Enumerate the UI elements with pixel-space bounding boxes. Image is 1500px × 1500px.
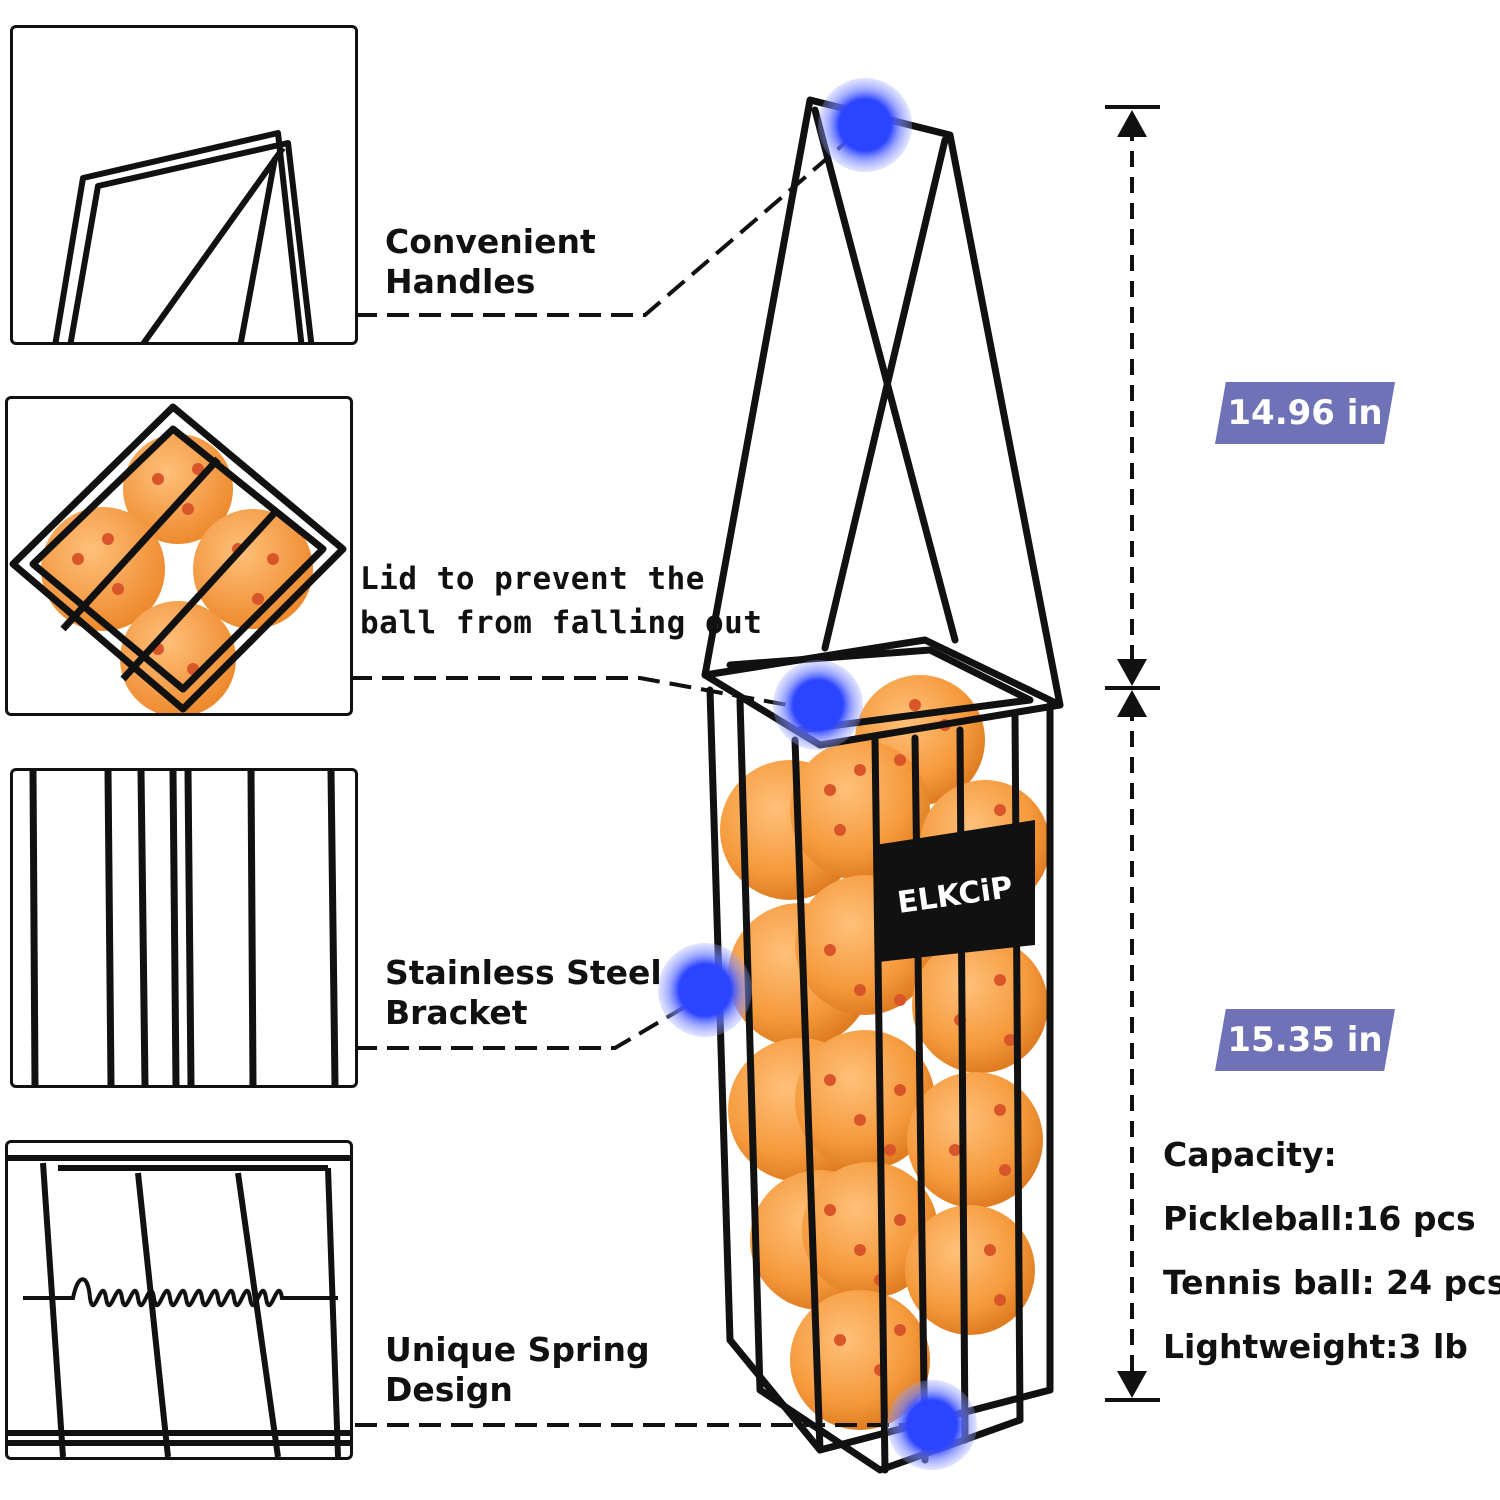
detail-panel-bracket: [10, 768, 358, 1088]
lid-closeup-image: [9, 403, 347, 713]
capacity-pickleball: Pickleball:16 pcs: [1163, 1199, 1476, 1238]
capacity-title: Capacity:: [1163, 1135, 1337, 1174]
dimension-badge-basket: 15.35 in: [1215, 1009, 1395, 1071]
callout-convenient-handles: Convenient Handles: [385, 222, 596, 301]
dimension-arrows: [1105, 105, 1160, 1402]
dimension-badge-handle: 14.96 in: [1215, 382, 1395, 444]
callout-unique-spring-design: Unique Spring Design: [385, 1330, 650, 1409]
handles-closeup-image: [52, 130, 315, 342]
bracket-closeup-image: [29, 771, 339, 1085]
detail-panel-lid: [5, 396, 353, 716]
capacity-info: Capacity: Pickleball:16 pcs Tennis ball:…: [1163, 1130, 1500, 1386]
capacity-weight: Lightweight:3 lb: [1163, 1327, 1468, 1366]
callout-stainless-steel-bracket: Stainless Steel Bracket: [385, 953, 662, 1032]
capacity-tennis-ball: Tennis ball: 24 pcs: [1163, 1263, 1500, 1302]
spring-closeup-image: [8, 1155, 350, 1457]
highlight-markers: [658, 78, 977, 1470]
detail-panel-spring: [5, 1140, 353, 1460]
callout-lid: Lid to prevent the ball from falling out: [360, 561, 763, 641]
brand-tag: [875, 820, 1035, 962]
detail-panel-handles: [10, 25, 358, 345]
